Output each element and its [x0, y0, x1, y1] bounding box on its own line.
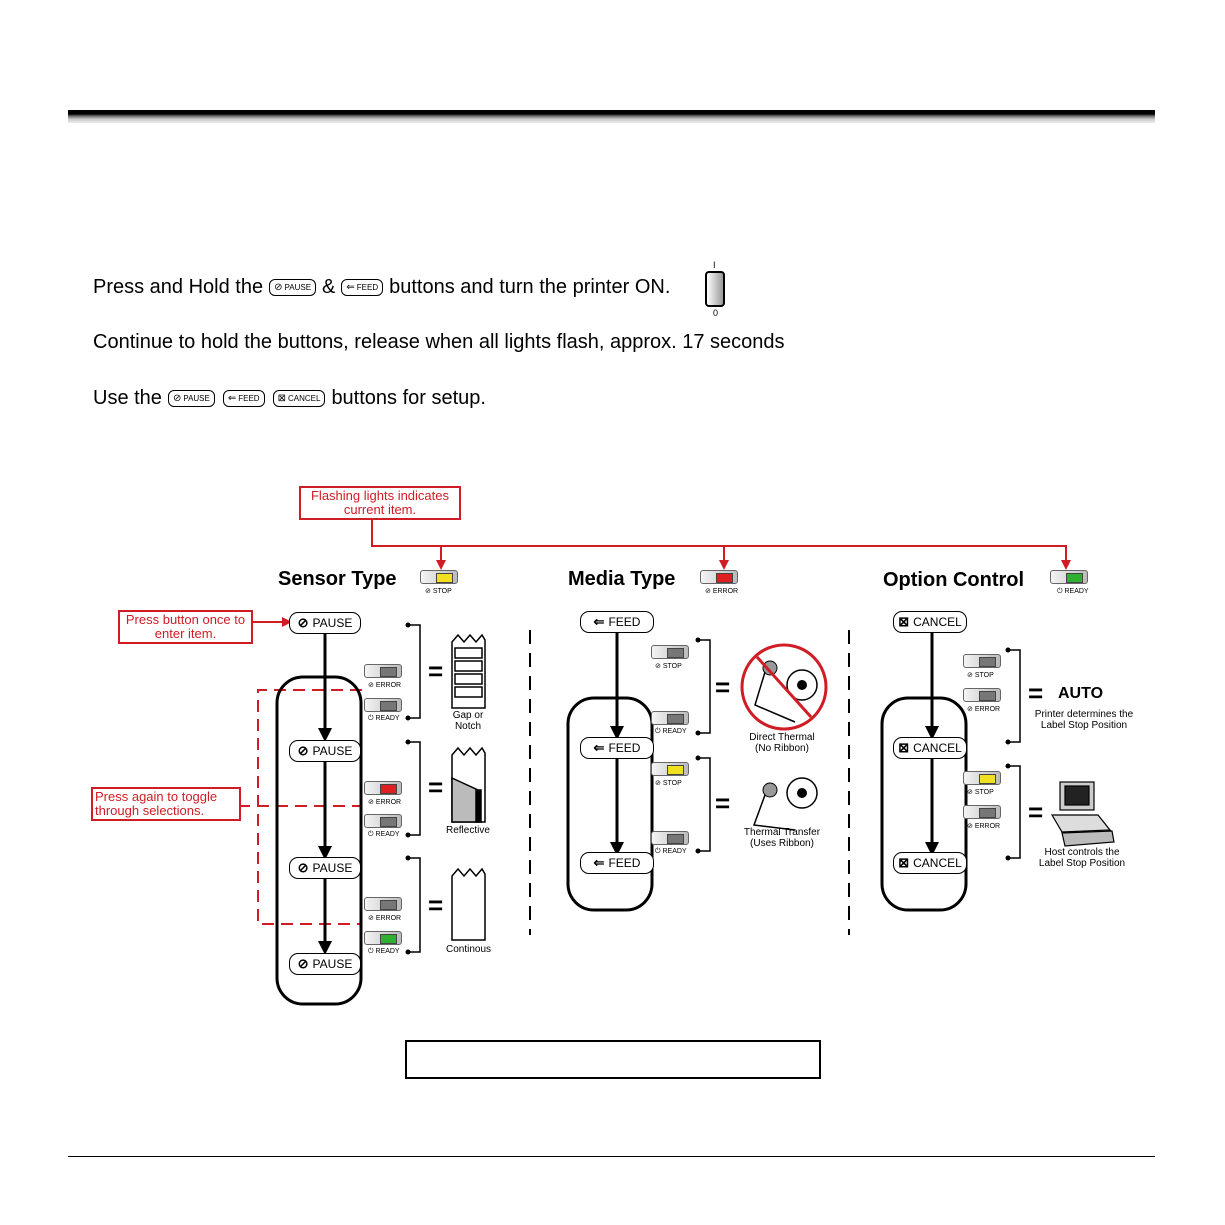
error-led-label: ⊘ ERROR: [967, 823, 1001, 830]
ready-led-label: ⏻ READY: [655, 728, 687, 735]
stop-indicator-label: ⊘ STOP: [425, 588, 452, 595]
error-indicator-label: ⊘ ERROR: [705, 588, 739, 595]
feed-key-icon: ⇐FEED: [222, 390, 265, 407]
caption-frame: [405, 1040, 821, 1079]
direct-thermal-caption: Direct Thermal (No Ribbon): [749, 732, 815, 754]
equals-sign: =: [715, 788, 731, 818]
stop-led: [651, 762, 689, 776]
error-led: [963, 688, 1001, 702]
feed-button: ⇐FEED: [580, 611, 654, 633]
feed-button: ⇐FEED: [580, 852, 654, 874]
press-once-callout: Press button once to enter item.: [118, 610, 253, 644]
equals-sign: =: [1028, 797, 1044, 827]
direct-thermal-icon: [740, 643, 828, 731]
switch-rocker: [705, 271, 725, 307]
stop-led-label: ⊘ STOP: [655, 780, 682, 787]
instruction-ampersand: &: [322, 276, 336, 298]
reflective-caption: Reflective: [446, 825, 490, 836]
instruction-line-3: Use the ⊘PAUSE ⇐FEED ⊠CANCEL buttons for…: [93, 387, 486, 409]
pause-key-icon: ⊘PAUSE: [167, 390, 215, 407]
pause-key-icon: ⊘PAUSE: [269, 279, 317, 296]
pause-button: ⊘PAUSE: [289, 953, 361, 975]
error-led-label: ⊘ ERROR: [368, 799, 402, 806]
continuous-caption: Continous: [446, 944, 492, 955]
flashing-lights-callout: Flashing lights indicates current item.: [299, 486, 461, 520]
stop-led-label: ⊘ STOP: [967, 672, 994, 679]
ready-led: [651, 711, 689, 725]
error-led-label: ⊘ ERROR: [368, 682, 402, 689]
equals-sign: =: [1028, 678, 1044, 708]
instruction-line-1: Press and Hold the ⊘PAUSE & ⇐FEED button…: [93, 276, 670, 299]
feed-key-icon: ⇐FEED: [341, 279, 384, 296]
feed-button: ⇐FEED: [580, 737, 654, 759]
cancel-button: ⊠CANCEL: [893, 852, 967, 874]
ready-led-label: ⏻ READY: [368, 831, 400, 838]
press-again-callout: Press again to toggle through selections…: [91, 787, 241, 821]
ready-led: [651, 831, 689, 845]
stop-led-label: ⊘ STOP: [655, 663, 682, 670]
instruction-text: buttons and turn the printer ON.: [389, 276, 671, 298]
equals-sign: =: [715, 672, 731, 702]
ready-indicator-led: [1050, 570, 1088, 584]
equals-sign: =: [428, 772, 444, 802]
cancel-key-icon: ⊠CANCEL: [272, 390, 326, 407]
equals-sign: =: [428, 890, 444, 920]
reflective-media-icon: [451, 746, 486, 823]
thermal-transfer-caption: Thermal Transfer (Uses Ribbon): [743, 827, 821, 849]
gap-notch-labels-icon: [451, 633, 486, 709]
ready-led: [364, 698, 402, 712]
pause-button: ⊘PAUSE: [289, 740, 361, 762]
stop-led-label: ⊘ STOP: [967, 789, 994, 796]
thermal-transfer-icon: [752, 777, 818, 831]
pause-button: ⊘PAUSE: [289, 612, 361, 634]
power-switch-icon: I 0: [703, 260, 729, 318]
auto-label: AUTO: [1058, 685, 1104, 702]
instruction-text: Press and Hold the: [93, 276, 264, 298]
stop-led: [963, 771, 1001, 785]
ready-led-label: ⏻ READY: [368, 715, 400, 722]
host-caption: Host controls the Label Stop Position: [1038, 847, 1126, 869]
sensor-type-title: Sensor Type: [278, 568, 397, 590]
equals-sign: =: [428, 656, 444, 686]
host-computer-icon: [1050, 781, 1115, 847]
auto-caption: Printer determines the Label Stop Positi…: [1034, 709, 1134, 731]
flash-connector: [371, 518, 1067, 562]
gap-notch-caption: Gap or Notch: [452, 710, 484, 732]
option-control-title: Option Control: [883, 569, 1025, 591]
cancel-button: ⊠CANCEL: [893, 611, 967, 633]
error-led: [364, 781, 402, 795]
ready-indicator-label: ⏻ READY: [1057, 588, 1089, 595]
stop-led: [651, 645, 689, 659]
ready-led: [364, 814, 402, 828]
pause-button: ⊘PAUSE: [289, 857, 361, 879]
cancel-button: ⊠CANCEL: [893, 737, 967, 759]
ready-led-label: ⏻ READY: [368, 948, 400, 955]
footer-rule: [68, 1156, 1155, 1157]
ready-led: [364, 931, 402, 945]
media-type-title: Media Type: [568, 568, 676, 590]
error-led-label: ⊘ ERROR: [967, 706, 1001, 713]
ready-led-label: ⏻ READY: [655, 848, 687, 855]
error-led-label: ⊘ ERROR: [368, 915, 402, 922]
error-indicator-led: [700, 570, 738, 584]
error-led: [364, 897, 402, 911]
stop-led: [963, 654, 1001, 668]
header-rule: [68, 110, 1155, 123]
instruction-line-2: Continue to hold the buttons, release wh…: [93, 331, 785, 353]
continuous-media-icon: [451, 867, 486, 941]
error-led: [364, 664, 402, 678]
error-led: [963, 805, 1001, 819]
stop-indicator-led: [420, 570, 458, 584]
